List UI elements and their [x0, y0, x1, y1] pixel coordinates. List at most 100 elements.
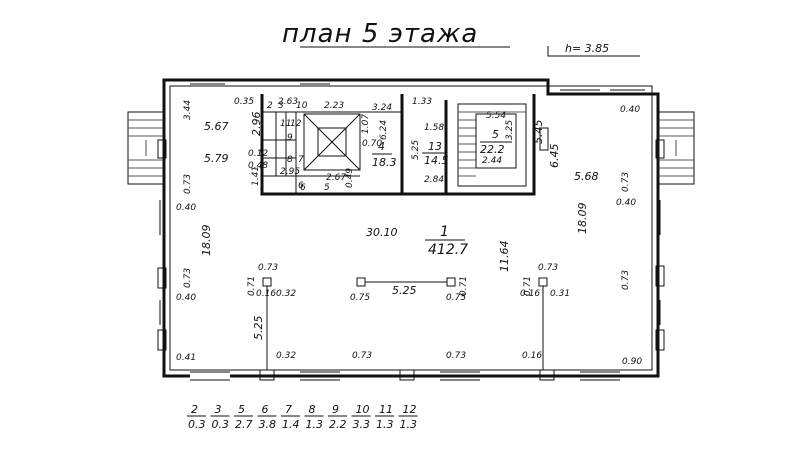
svg-text:0.71: 0.71: [247, 276, 257, 296]
svg-text:0.73: 0.73: [621, 270, 631, 290]
svg-text:5: 5: [324, 183, 330, 193]
height-note: h= 3.85: [565, 42, 609, 55]
svg-text:2.23: 2.23: [324, 101, 344, 111]
column-right: [538, 277, 548, 287]
svg-text:11.64: 11.64: [498, 241, 511, 273]
legend-room-area: 0.3: [188, 418, 206, 431]
area-legend: 20.330.352.763.871.481.392.2103.3111.312…: [187, 403, 418, 431]
windows: [159, 83, 661, 381]
small-room-label: 7: [298, 155, 304, 165]
small-room-label: 2: [267, 101, 273, 111]
svg-text:5.79: 5.79: [204, 152, 229, 165]
small-room-label: 10: [296, 101, 308, 111]
svg-text:0.73: 0.73: [352, 351, 372, 361]
legend-room-number: 8: [309, 403, 316, 416]
svg-text:2.63: 2.63: [278, 97, 298, 107]
svg-text:0.12: 0.12: [248, 149, 268, 159]
plan-title: план 5 этажа: [282, 19, 478, 49]
svg-text:0.40: 0.40: [620, 105, 640, 115]
svg-text:0.32: 0.32: [276, 289, 296, 299]
svg-text:3.44: 3.44: [183, 100, 193, 120]
svg-text:3.24: 3.24: [372, 103, 392, 113]
room13-area: 14.5: [424, 154, 449, 167]
room5-h: 3.25: [505, 120, 515, 140]
svg-text:0.35: 0.35: [234, 97, 254, 107]
height-bracket: [547, 46, 640, 57]
svg-text:0.41: 0.41: [176, 353, 196, 363]
svg-text:1.07: 1.07: [361, 114, 371, 134]
svg-text:5.25: 5.25: [252, 316, 265, 341]
legend-room-number: 6: [262, 403, 269, 416]
svg-text:6.45: 6.45: [548, 144, 561, 169]
svg-text:0.48: 0.48: [248, 161, 268, 171]
small-room-label: 11: [280, 119, 291, 129]
small-room-label: 12: [290, 119, 302, 129]
svg-text:0.16: 0.16: [256, 289, 276, 299]
svg-text:5.45: 5.45: [532, 120, 545, 145]
svg-text:0.71: 0.71: [523, 276, 533, 296]
room13-bottom: 2.84: [424, 175, 444, 185]
legend-room-area: 2.2: [329, 418, 347, 431]
room5-w: 2.44: [482, 156, 502, 166]
room1-number: 1: [440, 224, 449, 240]
svg-text:0.75: 0.75: [350, 293, 370, 303]
svg-text:0.90: 0.90: [622, 357, 642, 367]
svg-text:0.73: 0.73: [183, 268, 193, 288]
svg-text:0.32: 0.32: [276, 351, 296, 361]
svg-text:1.41: 1.41: [251, 166, 261, 186]
small-room-label: 9: [287, 133, 293, 143]
legend-room-area: 3.3: [353, 418, 371, 431]
room4-side: 6.24: [379, 120, 389, 140]
svg-text:0.16: 0.16: [522, 351, 542, 361]
svg-text:0.40: 0.40: [176, 203, 196, 213]
svg-text:2.67: 2.67: [326, 173, 346, 183]
svg-text:0.40: 0.40: [616, 198, 636, 208]
legend-room-number: 2: [191, 403, 198, 416]
legend-room-area: 1.4: [282, 418, 300, 431]
legend-room-number: 7: [285, 403, 292, 416]
legend-room-area: 2.7: [235, 418, 253, 431]
svg-text:0.73: 0.73: [446, 351, 466, 361]
svg-text:0.49: 0.49: [345, 168, 355, 188]
room1-width: 30.10: [366, 226, 398, 239]
svg-text:0.71: 0.71: [459, 276, 469, 296]
small-room-numbers: 2 3 6 7 8 9 10 11 12: [267, 101, 308, 191]
room4-area: 18.3: [372, 156, 397, 169]
room4-number: 4: [378, 140, 385, 153]
right-fire-stair: [657, 111, 695, 185]
left-fire-stair: [127, 111, 165, 185]
svg-text:0.73: 0.73: [621, 172, 631, 192]
room5-number: 5: [492, 128, 499, 141]
svg-text:5.67: 5.67: [204, 120, 229, 133]
room5-area: 22.2: [480, 143, 505, 156]
wall-pilasters: [157, 139, 665, 381]
legend-room-number: 11: [379, 403, 393, 416]
svg-text:5.68: 5.68: [574, 170, 599, 183]
room13-side: 5.25: [411, 140, 421, 160]
legend-room-number: 3: [215, 403, 222, 416]
legend-room-area: 1.3: [400, 418, 418, 431]
columns: [262, 277, 548, 370]
svg-text:6: 6: [300, 183, 306, 193]
legend-room-number: 5: [238, 403, 245, 416]
dimension-labels: 0.35 2.63 2.23 3.24 1.33 3.44 5.67 5.79 …: [176, 97, 642, 367]
svg-text:0.16: 0.16: [520, 289, 540, 299]
svg-text:0.73: 0.73: [183, 174, 193, 194]
svg-text:0.40: 0.40: [176, 293, 196, 303]
stair-core: [400, 94, 549, 196]
legend-room-area: 1.3: [306, 418, 324, 431]
svg-text:0.73: 0.73: [538, 263, 558, 273]
room5-top: 5.54: [486, 111, 506, 121]
small-room-label: 6: [298, 181, 304, 191]
small-room-label: 8: [287, 155, 293, 165]
svg-text:0.73: 0.73: [258, 263, 278, 273]
svg-text:1.33: 1.33: [412, 97, 432, 107]
svg-text:18.09: 18.09: [576, 203, 589, 235]
legend-room-number: 12: [403, 403, 417, 416]
column-mid-right: [446, 277, 456, 287]
room1-area: 412.7: [428, 242, 468, 258]
small-room-label: 3: [278, 101, 284, 111]
legend-room-number: 9: [332, 403, 339, 416]
svg-text:0.75: 0.75: [446, 293, 466, 303]
